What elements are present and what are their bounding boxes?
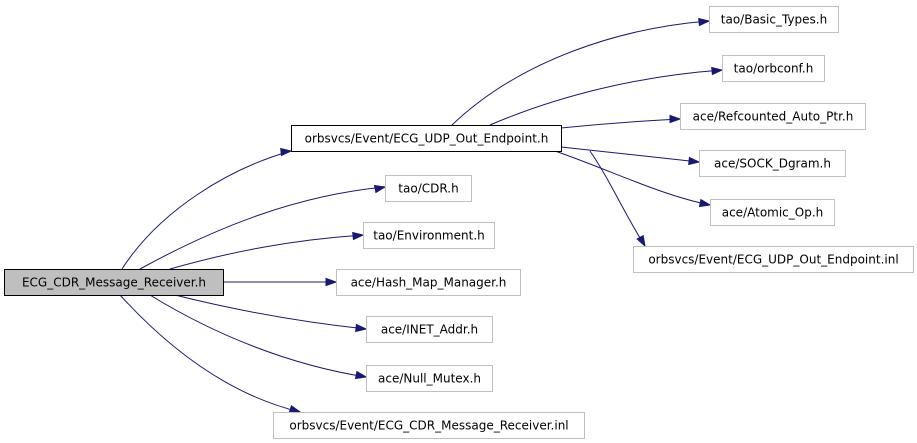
node-recv-inl[interactable]: orbsvcs/Event/ECG_CDR_Message_Receiver.i… <box>273 412 585 439</box>
node-label: orbsvcs/Event/ECG_CDR_Message_Receiver.i… <box>289 419 568 433</box>
node-box <box>633 246 914 273</box>
node-ace-inet[interactable]: ace/INET_Addr.h <box>366 316 493 343</box>
node-tao-cdr[interactable]: tao/CDR.h <box>385 175 472 202</box>
node-box <box>336 269 521 296</box>
edge-root-tao_cdr <box>139 184 387 270</box>
edge-udp_out-ace_atomic <box>554 150 712 208</box>
node-label: ECG_CDR_Message_Receiver.h <box>22 276 206 290</box>
edge-udp_out-tao_orbconf <box>489 66 724 126</box>
arrowhead-icon <box>352 231 365 241</box>
node-udp-inl[interactable]: orbsvcs/Event/ECG_UDP_Out_Endpoint.inl <box>633 246 914 273</box>
arrowhead-icon <box>288 404 302 414</box>
node-label: tao/orbconf.h <box>734 62 814 76</box>
edge-line <box>174 294 367 330</box>
edge-line <box>560 146 700 163</box>
node-label: tao/Basic_Types.h <box>721 13 827 27</box>
edge-root-ace_hash <box>223 277 338 287</box>
edge-udp_out-tao_basic <box>451 17 711 126</box>
edge-line <box>489 69 723 126</box>
node-box <box>273 412 585 439</box>
node-label: ace/INET_Addr.h <box>381 323 478 337</box>
arrowhead-icon <box>280 147 293 157</box>
node-ace-hash[interactable]: ace/Hash_Map_Manager.h <box>336 269 521 296</box>
arrowhead-icon <box>325 277 338 287</box>
edge-root-ace_null <box>149 294 368 380</box>
edge-line <box>589 150 646 247</box>
edge-layer <box>119 17 724 414</box>
arrowhead-icon <box>636 234 646 248</box>
edge-line <box>139 186 386 270</box>
edge-line <box>119 294 301 413</box>
node-tao-basic[interactable]: tao/Basic_Types.h <box>709 6 839 33</box>
node-box <box>699 150 846 177</box>
node-root[interactable]: ECG_CDR_Message_Receiver.h <box>4 269 224 296</box>
node-label: orbsvcs/Event/ECG_UDP_Out_Endpoint.inl <box>648 253 898 267</box>
node-box <box>710 199 835 226</box>
node-label: orbsvcs/Event/ECG_UDP_Out_Endpoint.h <box>305 132 549 146</box>
edge-line <box>149 294 367 378</box>
arrowhead-icon <box>669 114 682 124</box>
arrowhead-icon <box>711 66 724 76</box>
edge-udp_out-ace_sock <box>560 146 701 166</box>
node-ace-null[interactable]: ace/Null_Mutex.h <box>366 365 493 392</box>
edge-root-udp_out <box>121 147 293 270</box>
edge-line <box>169 234 364 270</box>
node-box <box>4 269 224 296</box>
node-ace-sock[interactable]: ace/SOCK_Dgram.h <box>699 150 846 177</box>
arrowhead-icon <box>698 17 711 27</box>
node-label: ace/SOCK_Dgram.h <box>714 157 831 171</box>
arrowhead-icon <box>355 323 368 333</box>
node-label: ace/Hash_Map_Manager.h <box>351 276 507 290</box>
node-box <box>363 222 495 249</box>
node-box <box>709 6 839 33</box>
edge-line <box>560 118 681 129</box>
node-tao-orbconf[interactable]: tao/orbconf.h <box>722 55 825 82</box>
node-udp-out[interactable]: orbsvcs/Event/ECG_UDP_Out_Endpoint.h <box>291 125 562 152</box>
node-label: ace/Atomic_Op.h <box>722 206 824 220</box>
node-box <box>680 103 866 130</box>
arrowhead-icon <box>354 370 368 380</box>
node-label: tao/CDR.h <box>398 182 458 196</box>
edge-root-ace_inet <box>174 294 368 333</box>
node-ace-atomic[interactable]: ace/Atomic_Op.h <box>710 199 835 226</box>
edge-root-tao_env <box>169 231 365 270</box>
node-layer: ECG_CDR_Message_Receiver.h orbsvcs/Event/… <box>4 6 914 439</box>
node-box <box>385 175 472 202</box>
edge-line <box>121 150 292 270</box>
node-box <box>722 55 825 82</box>
node-box <box>291 125 562 152</box>
node-box <box>366 316 493 343</box>
edge-line <box>554 150 711 206</box>
edge-udp_out-ace_refc <box>560 114 682 129</box>
node-label: tao/Environment.h <box>373 229 485 243</box>
node-ace-refc[interactable]: ace/Refcounted_Auto_Ptr.h <box>680 103 866 130</box>
node-tao-env[interactable]: tao/Environment.h <box>363 222 495 249</box>
arrowhead-icon <box>698 198 712 208</box>
arrowhead-icon <box>688 156 701 166</box>
node-label: ace/Refcounted_Auto_Ptr.h <box>693 110 854 124</box>
edge-udp_out-udp_inl <box>589 150 646 248</box>
node-label: ace/Null_Mutex.h <box>378 372 481 386</box>
edge-line <box>451 20 710 126</box>
arrowhead-icon <box>373 184 387 194</box>
node-box <box>366 365 493 392</box>
